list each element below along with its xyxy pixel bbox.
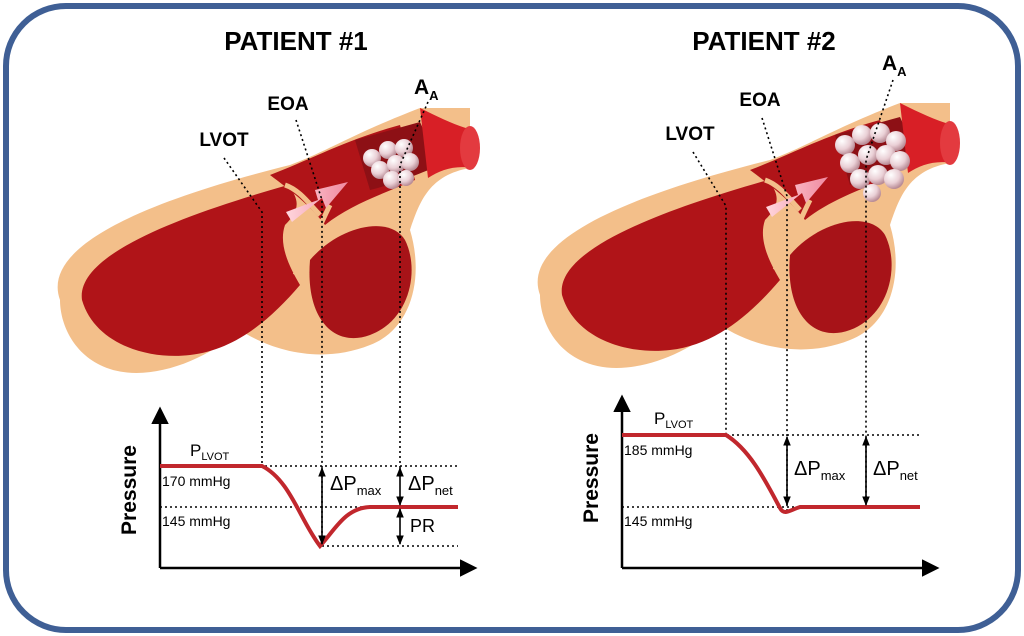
- panel-patient-1: PATIENT #1 LVOT EOA AA: [58, 26, 480, 577]
- pressure-chart: Pressure PLVOT 170 mmHg 145 mmHg ΔPmax Δ…: [118, 406, 478, 577]
- pressure-curve: [622, 433, 920, 514]
- y-axis-label: Pressure: [580, 433, 603, 523]
- dp-max-label: ΔPmax: [794, 458, 846, 483]
- aa-label: AA: [882, 52, 907, 79]
- dp-net-label: ΔPnet: [873, 458, 918, 483]
- eoa-label: EOA: [739, 90, 780, 111]
- pr-label: PR: [410, 516, 435, 536]
- guide-lines: [160, 101, 458, 547]
- high-pressure-value: 185 mmHg: [624, 442, 692, 458]
- low-pressure-value: 145 mmHg: [162, 513, 230, 529]
- lvot-label: LVOT: [665, 124, 715, 145]
- panel-patient-2: PATIENT #2: [538, 26, 960, 577]
- guide-lines: [622, 79, 920, 512]
- high-pressure-value: 170 mmHg: [162, 473, 230, 489]
- pressure-chart: Pressure PLVOT 185 mmHg 145 mmHg ΔPmax Δ…: [580, 394, 940, 577]
- pressure-curve: [160, 464, 458, 550]
- dp-max-label: ΔPmax: [330, 473, 382, 498]
- lvot-label: LVOT: [199, 130, 249, 151]
- valve-calcification: [363, 139, 419, 189]
- y-axis-label: Pressure: [118, 445, 141, 535]
- dp-net-label: ΔPnet: [408, 473, 453, 498]
- valve-calcification: [835, 123, 910, 202]
- heart-illustration: [58, 108, 480, 373]
- panel-title: PATIENT #1: [224, 26, 368, 56]
- low-pressure-value: 145 mmHg: [624, 513, 692, 529]
- p-lvot-label: PLVOT: [190, 441, 230, 463]
- p-lvot-label: PLVOT: [654, 409, 694, 431]
- heart-illustration: [538, 103, 960, 368]
- flow-arrow: [766, 177, 828, 217]
- eoa-label: EOA: [267, 94, 308, 115]
- panel-title: PATIENT #2: [692, 26, 836, 56]
- flow-arrow: [286, 182, 348, 222]
- aa-label: AA: [414, 76, 439, 103]
